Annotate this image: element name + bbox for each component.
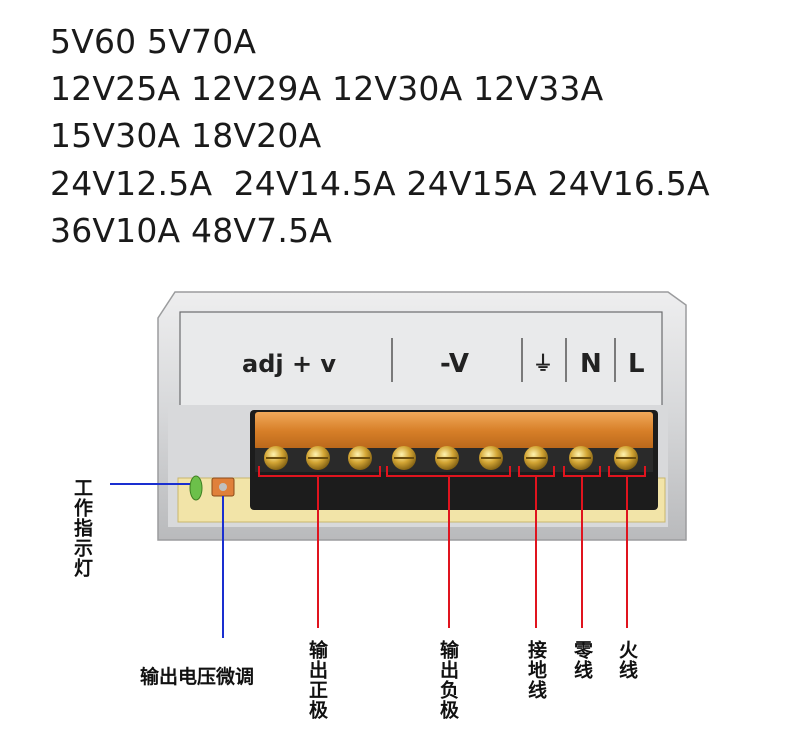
screw-7 [524,446,548,470]
label-voltage-adjust: 输出电压微调 [140,666,255,688]
screw-4 [392,446,416,470]
label-live-wire: 火线 [616,640,638,680]
indicator-led [189,475,203,501]
label-neutral-wire: 零线 [571,640,593,680]
terminal-panel-labels: adj + v -V ⏚ N L [242,338,645,382]
screw-1 [264,446,288,470]
blue-callouts [110,483,224,638]
screw-8 [569,446,593,470]
panel-label-negative: -V [440,349,469,379]
callout-positive [258,466,381,477]
screw-3 [348,446,372,470]
screw-2 [306,446,330,470]
terminal-screws [264,446,638,470]
voltage-potentiometer [211,477,235,497]
panel-label-l: L [628,349,645,379]
spec-line-5: 36V10A 48V7.5A [50,211,333,250]
panel-label-n: N [580,349,602,379]
label-ground-wire: 接地线 [525,640,547,700]
label-indicator-light: 工作指示灯 [71,478,93,578]
spec-line-4: 24V12.5A 24V14.5A 24V15A 24V16.5A [50,164,710,203]
panel-label-adj: adj + v [242,350,336,378]
screw-9 [614,446,638,470]
ground-symbol-icon: ⏚ [533,351,553,375]
screw-6 [479,446,503,470]
label-output-positive: 输出正极 [306,640,328,720]
spec-line-1: 5V60 5V70A [50,22,257,61]
spec-line-3: 15V30A 18V20A [50,116,322,155]
screw-5 [435,446,459,470]
label-output-negative: 输出负极 [437,640,459,720]
red-callouts [258,466,646,628]
spec-line-2: 12V25A 12V29A 12V30A 12V33A [50,69,604,108]
